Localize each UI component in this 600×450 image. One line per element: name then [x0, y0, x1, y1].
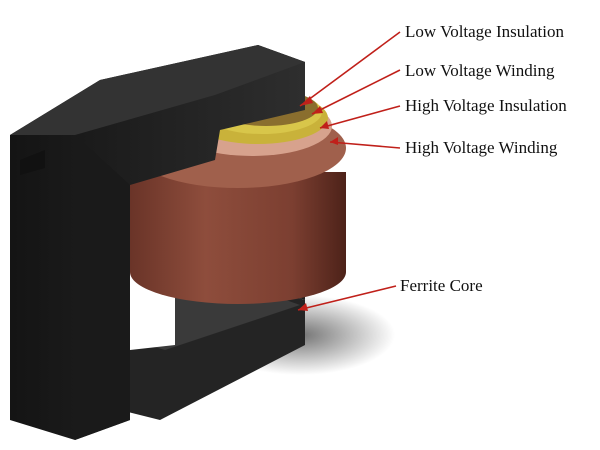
leader-hvw: [329, 141, 401, 149]
label-high-voltage-insulation: High Voltage Insulation: [405, 96, 567, 115]
hv-winding-body: [130, 172, 346, 304]
arrow-hvw: [330, 137, 338, 145]
leader-lvw: [311, 69, 401, 115]
label-high-voltage-winding: High Voltage Winding: [405, 138, 558, 157]
leader-lines: [297, 31, 401, 311]
leader-fc: [297, 285, 397, 311]
arrow-hvi: [320, 121, 329, 129]
leader-arrowheads: [298, 96, 338, 311]
label-low-voltage-insulation: Low Voltage Insulation: [405, 22, 564, 41]
label-low-voltage-winding: Low Voltage Winding: [405, 61, 555, 80]
arrow-lvi: [300, 96, 313, 106]
arrow-fc: [298, 303, 308, 311]
arrow-lvw: [312, 106, 323, 114]
leader-hvi: [319, 105, 401, 129]
leader-lvi: [299, 31, 401, 107]
core-front-leg-side: [75, 135, 130, 440]
label-ferrite-core: Ferrite Core: [400, 276, 483, 295]
core-top-face: [10, 45, 305, 135]
core-notch: [20, 150, 45, 175]
